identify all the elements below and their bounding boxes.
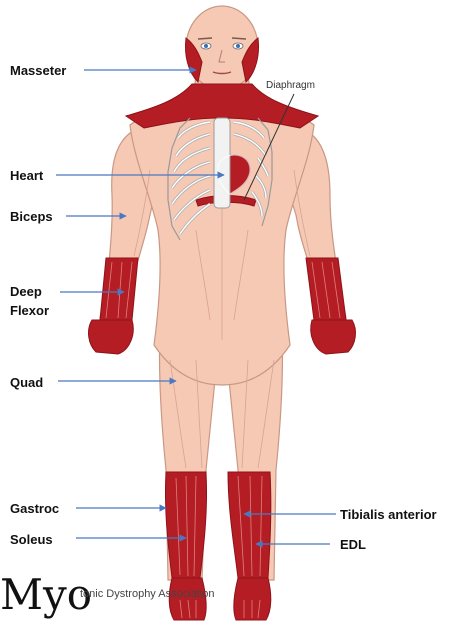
watermark-text: tonic Dystrophy Association — [80, 588, 215, 600]
label-soleus: Soleus — [10, 531, 53, 548]
label-masseter: Masseter — [10, 62, 66, 79]
watermark-logo: Myo — [0, 574, 92, 616]
label-edl: EDL — [340, 536, 366, 553]
right-lower-leg — [228, 472, 271, 578]
label-biceps: Biceps — [10, 208, 53, 225]
left-forearm — [100, 258, 138, 320]
right-hand — [311, 320, 356, 354]
left-hand — [89, 320, 134, 354]
label-diaphragm: Diaphragm — [266, 80, 315, 91]
label-deep-flexor-line2: Flexor — [10, 302, 49, 319]
label-tibialis-anterior: Tibialis anterior — [340, 506, 437, 523]
label-gastroc: Gastroc — [10, 500, 59, 517]
label-quad: Quad — [10, 374, 43, 391]
label-heart: Heart — [10, 167, 43, 184]
label-deep-flexor-line1: Deep — [10, 283, 42, 300]
sternum — [214, 118, 230, 208]
